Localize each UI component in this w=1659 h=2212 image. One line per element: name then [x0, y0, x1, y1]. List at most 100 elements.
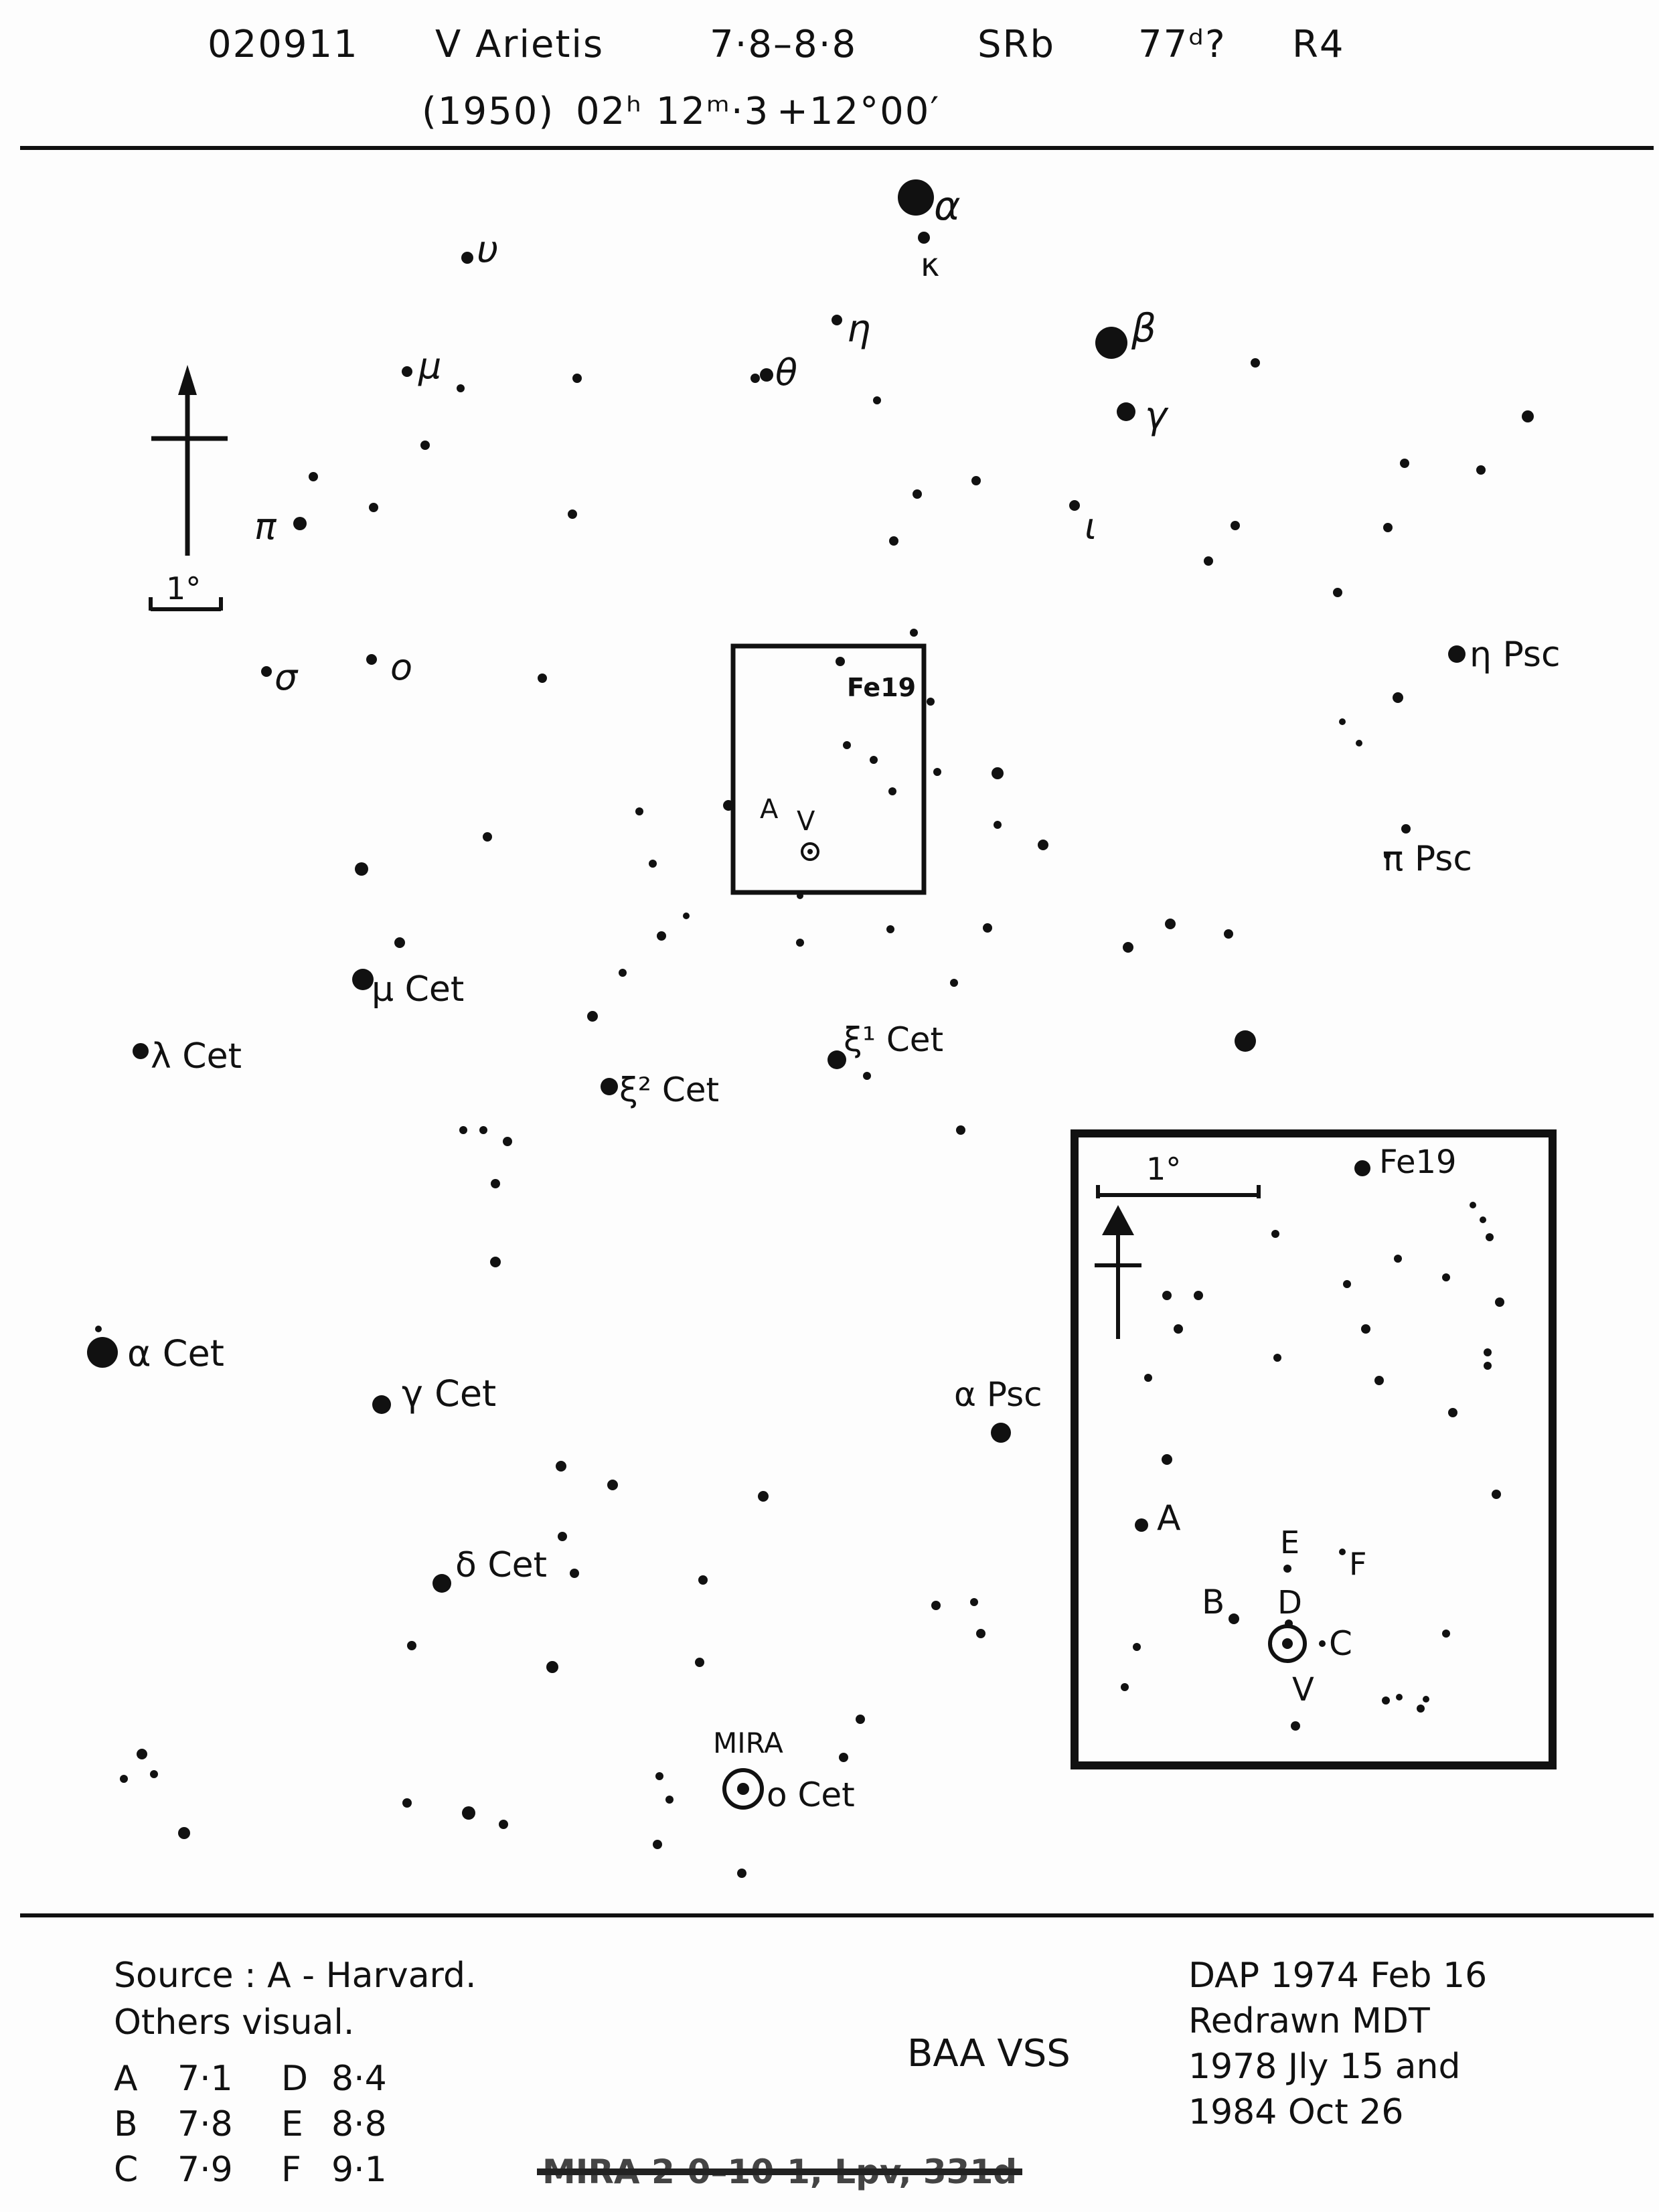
inset-star-28: [1319, 1640, 1326, 1647]
footer-mira-note: MIRA 2·0–10·1, Lpv, 331d: [537, 2152, 1023, 2191]
main-star-92: [970, 1598, 978, 1606]
label-pi-ari: π: [254, 505, 277, 548]
label-lambda-cet: λ Cet: [151, 1036, 242, 1077]
main-star-64: [1384, 852, 1391, 859]
inset-star-1: [1354, 1160, 1370, 1176]
main-star-54: [1165, 919, 1176, 929]
main-star-57: [352, 969, 374, 990]
inset-scale-bar: 1°: [1096, 1151, 1261, 1198]
inset-scale-label: 1°: [1146, 1151, 1181, 1187]
inset-star-4: [1486, 1233, 1494, 1241]
inset-star-31: [1382, 1696, 1390, 1705]
main-star-48: [587, 1011, 598, 1022]
inset-label-d: D: [1277, 1584, 1302, 1622]
main-star-87: [570, 1569, 579, 1578]
main-star-102: [499, 1820, 508, 1829]
main-star-49: [796, 939, 804, 947]
label-o-cet: ο Cet: [767, 1775, 855, 1814]
main-star-17: [309, 472, 318, 481]
inset-label-c: C: [1329, 1624, 1352, 1663]
inset-star-32: [1396, 1694, 1403, 1701]
header-ra: 02ʰ 12ᵐ·3: [576, 90, 770, 133]
main-star-33: [538, 674, 547, 683]
main-star-55: [1224, 929, 1233, 939]
inset-locator-box: [730, 643, 927, 895]
label-mu-ari: μ: [418, 345, 441, 387]
mira-marker: [722, 1768, 764, 1810]
label-alpha-ari: α: [934, 183, 961, 230]
inset-star-21: [1492, 1490, 1501, 1499]
seq-row-3-left-mag: 7·9: [177, 2150, 233, 2190]
inset-star-19: [1448, 1408, 1457, 1417]
main-star-45: [683, 913, 690, 919]
main-star-99: [178, 1827, 190, 1839]
v-marker-inset: [1268, 1624, 1307, 1663]
label-alpha-cet: α Cet: [127, 1332, 224, 1374]
main-star-6: [1117, 402, 1135, 421]
main-star-84: [607, 1480, 618, 1490]
main-star-96: [137, 1749, 147, 1759]
main-star-28: [1383, 523, 1393, 532]
main-star-85: [758, 1491, 769, 1502]
label-pi-psc: π Psc: [1382, 839, 1472, 879]
footer-source-line1: Source : A - Harvard.: [114, 1956, 477, 1996]
main-star-50: [886, 925, 894, 933]
main-star-53: [1123, 942, 1133, 953]
main-star-35: [927, 698, 935, 706]
main-star-98: [150, 1770, 158, 1778]
label-sigma-ari: σ: [274, 656, 299, 698]
main-star-36: [843, 741, 851, 749]
label-eta-ari: η: [847, 307, 871, 351]
inset-star-35: [1291, 1721, 1300, 1731]
main-star-25: [1069, 500, 1080, 511]
main-star-20: [420, 441, 430, 450]
inset-star-23: [1283, 1565, 1291, 1573]
main-star-8: [457, 384, 465, 392]
main-scale-label: 1°: [166, 570, 201, 607]
main-star-29: [1333, 588, 1342, 597]
inset-star-10: [1162, 1291, 1172, 1300]
seq-row-2-right-letter: E: [281, 2104, 303, 2144]
footer-rule: [20, 1913, 1654, 1917]
main-star-13: [1251, 358, 1260, 368]
inset-label-b: B: [1202, 1583, 1224, 1622]
label-delta-cet: δ Cet: [455, 1545, 547, 1585]
main-star-59: [355, 862, 368, 876]
seq-row-3-right-letter: F: [281, 2150, 301, 2190]
main-star-26: [1231, 521, 1240, 530]
seq-row-2-left-letter: B: [114, 2104, 138, 2144]
inset-star-field: [1121, 1160, 1504, 1731]
main-star-14: [1522, 410, 1534, 422]
inset-star-9: [1495, 1297, 1504, 1307]
header-rule: [20, 146, 1654, 150]
main-star-37: [870, 756, 878, 764]
inset-star-13: [1361, 1324, 1370, 1334]
label-iota-ari: ι: [1085, 505, 1097, 548]
inset-star-24: [1339, 1549, 1346, 1555]
inset-star-18: [1273, 1354, 1281, 1362]
main-star-70: [601, 1078, 618, 1095]
label-v-small: V: [797, 806, 815, 837]
main-star-32: [366, 654, 377, 665]
main-star-77: [490, 1257, 501, 1267]
main-star-30: [910, 629, 918, 637]
main-star-90: [407, 1641, 416, 1650]
main-star-66: [1393, 692, 1403, 703]
main-star-61: [723, 800, 734, 811]
main-star-80: [87, 1337, 118, 1368]
main-star-60: [483, 832, 492, 842]
main-star-71: [827, 1050, 846, 1069]
inset-star-20: [1162, 1454, 1172, 1465]
main-star-75: [503, 1137, 512, 1146]
main-star-74: [479, 1126, 487, 1134]
inset-star-5: [1271, 1230, 1279, 1238]
main-star-103: [655, 1772, 663, 1780]
footer-mira-strike: [537, 2168, 1023, 2175]
inset-star-2: [1470, 1202, 1476, 1208]
main-star-72: [863, 1072, 871, 1080]
main-star-4: [832, 315, 842, 325]
main-star-47: [619, 969, 627, 977]
main-star-46: [657, 931, 666, 941]
